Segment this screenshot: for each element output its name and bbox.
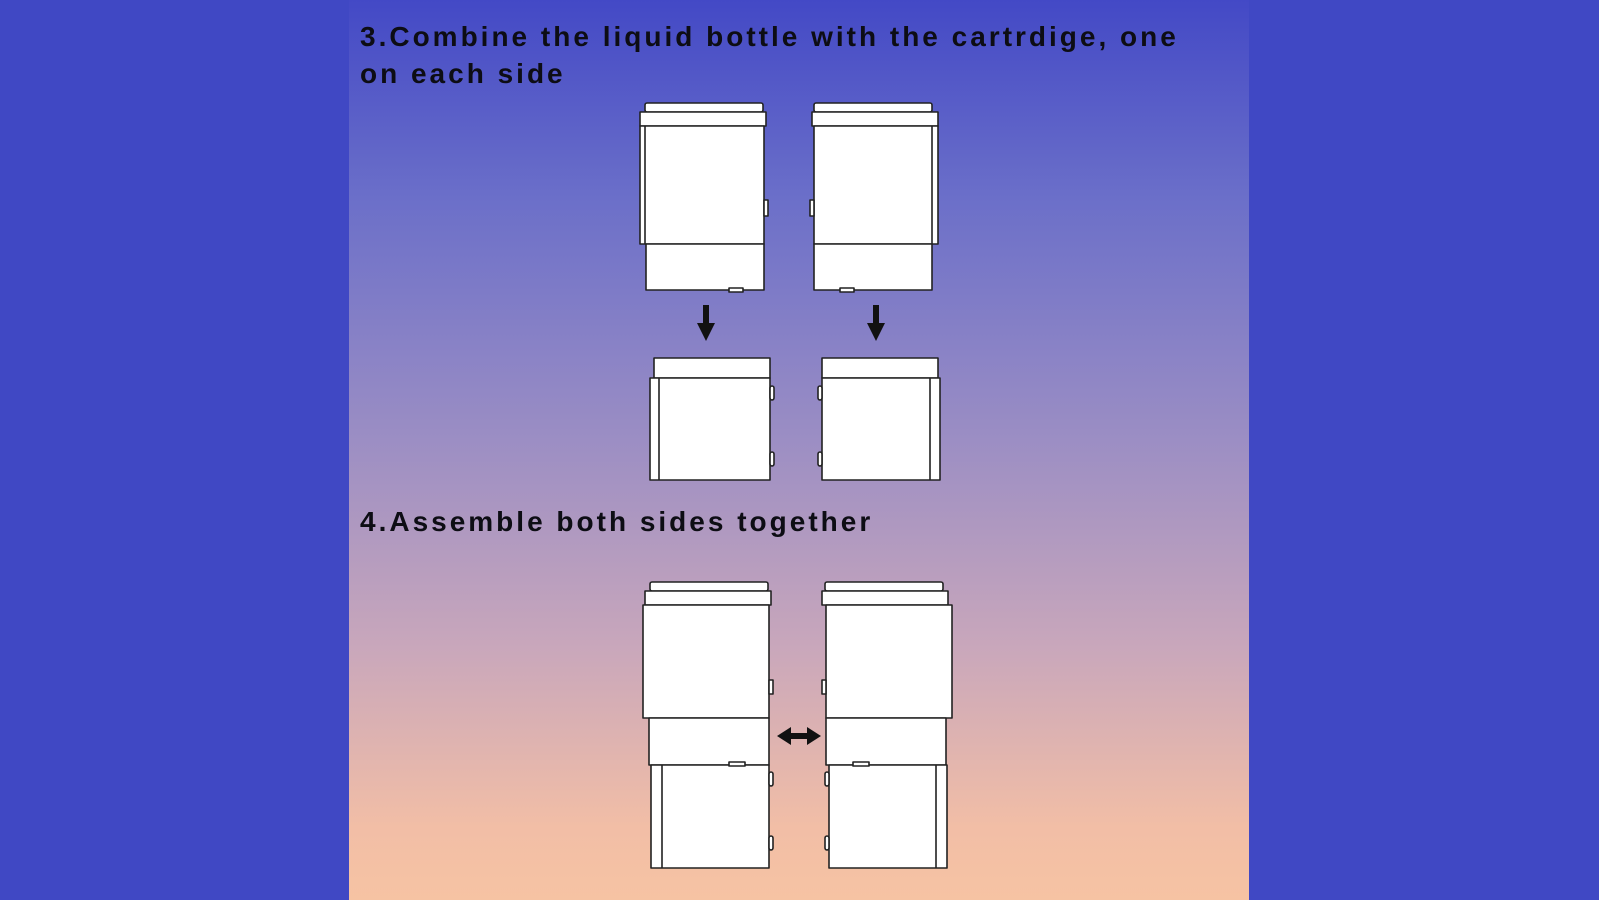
cartridge-right [817, 357, 941, 481]
down-arrow-icon [867, 305, 885, 341]
double-headed-arrow-icon [777, 727, 821, 745]
step-4-heading: 4.Assemble both sides together [360, 506, 874, 537]
assembled-unit-left [642, 581, 774, 869]
cartridge-left [649, 357, 775, 481]
step-3-heading: 3.Combine the liquid bottle with the car… [360, 21, 1179, 89]
liquid-bottle-right [809, 102, 939, 293]
down-arrow-icon [697, 305, 715, 341]
instruction-panel: 3.Combine the liquid bottle with the car… [349, 0, 1249, 900]
assembly-illustration [639, 102, 953, 869]
assembled-unit-right [821, 581, 953, 869]
liquid-bottle-left [639, 102, 769, 293]
